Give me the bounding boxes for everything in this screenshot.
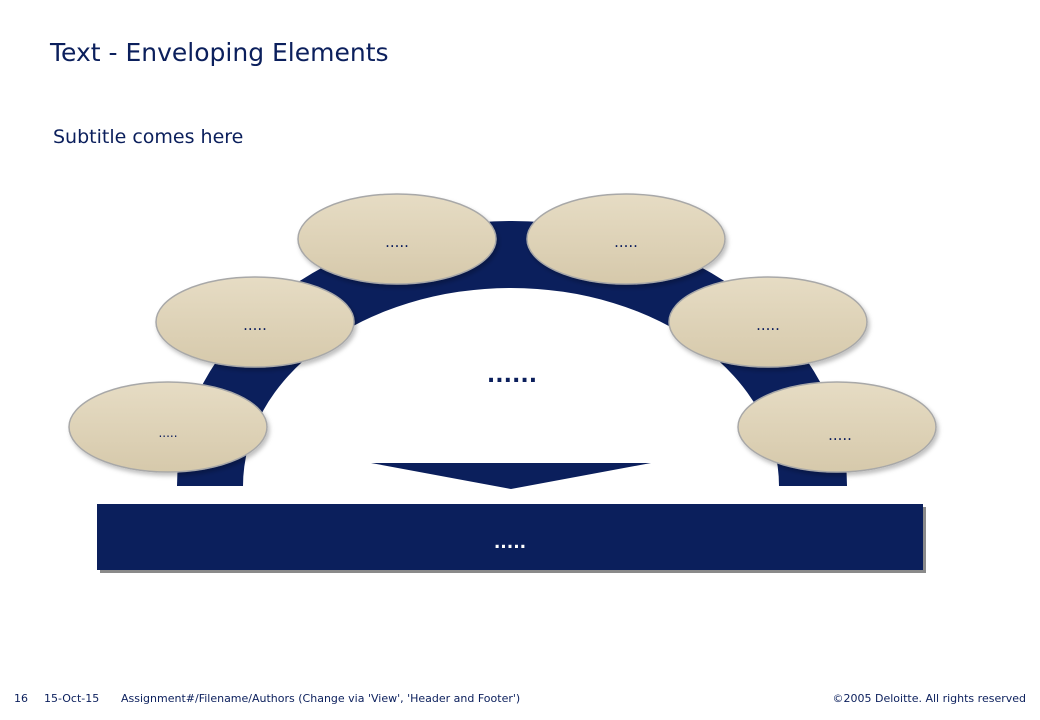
node-ellipse: ..... — [155, 276, 355, 368]
down-arrow — [371, 463, 651, 489]
node-ellipse: ..... — [68, 381, 268, 473]
node-ellipse: ..... — [526, 193, 726, 285]
footer-copyright: ©2005 Deloitte. All rights reserved — [832, 692, 1027, 705]
node-label: ..... — [828, 426, 852, 444]
node-label: ..... — [756, 316, 780, 334]
center-label: ...... — [487, 363, 537, 388]
arch-band — [177, 221, 847, 486]
footer-file-info: Assignment#/Filename/Authors (Change via… — [121, 692, 521, 705]
node-ellipse: ..... — [297, 193, 497, 285]
footer-date: 15-Oct-15 — [44, 692, 100, 705]
node-ellipse: ..... — [668, 276, 868, 368]
slide-subtitle: Subtitle comes here — [53, 126, 244, 148]
node-label: ..... — [158, 426, 177, 440]
slide-title: Text - Enveloping Elements — [50, 38, 389, 67]
base-label: ..... — [494, 533, 526, 553]
node-label: ..... — [243, 316, 267, 334]
node-ellipse: ..... — [737, 381, 937, 473]
node-label: ..... — [614, 233, 638, 251]
node-label: ..... — [385, 233, 409, 251]
footer-page-number: 16 — [14, 692, 28, 705]
base-bar: ..... — [97, 504, 926, 573]
